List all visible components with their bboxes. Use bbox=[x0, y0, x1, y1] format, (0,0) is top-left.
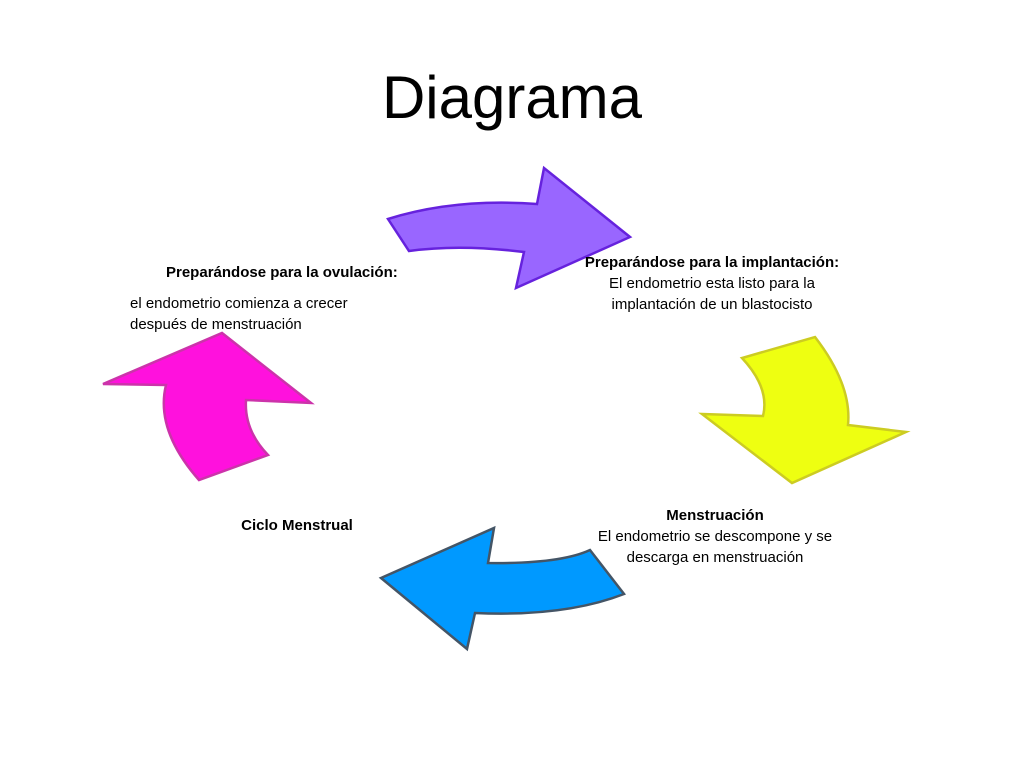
stage-implantation-heading: Preparándose para la implantación: bbox=[584, 254, 840, 271]
stage-menstruation-line1: El endometrio se descompone y se bbox=[597, 528, 833, 545]
stage-implantation-line2: implantación de un blastocisto bbox=[611, 296, 813, 313]
stage-menstruation: Menstruación El endometrio se descompone… bbox=[570, 505, 860, 568]
stage-menstruation-line2: descarga en menstruación bbox=[626, 549, 804, 566]
stage-cycle: Ciclo Menstrual bbox=[222, 515, 372, 536]
stage-ovulation: Preparándose para la ovulación: el endom… bbox=[130, 262, 460, 335]
stage-ovulation-line2: después de menstruación bbox=[130, 316, 302, 333]
stage-cycle-heading: Ciclo Menstrual bbox=[241, 517, 353, 534]
stage-ovulation-line1: el endometrio comienza a crecer bbox=[130, 295, 348, 312]
slide-title: Diagrama bbox=[381, 64, 643, 131]
arrow-bottom-left bbox=[378, 525, 627, 652]
arrow-left-up bbox=[102, 331, 315, 482]
arrow-right-down bbox=[698, 335, 911, 485]
arrow-top-right bbox=[386, 165, 633, 291]
stage-implantation: Preparándose para la implantación: El en… bbox=[556, 252, 868, 315]
stage-ovulation-heading: Preparándose para la ovulación: bbox=[166, 264, 398, 281]
stage-menstruation-heading: Menstruación bbox=[666, 507, 764, 524]
stage-implantation-line1: El endometrio esta listo para la bbox=[609, 275, 815, 292]
